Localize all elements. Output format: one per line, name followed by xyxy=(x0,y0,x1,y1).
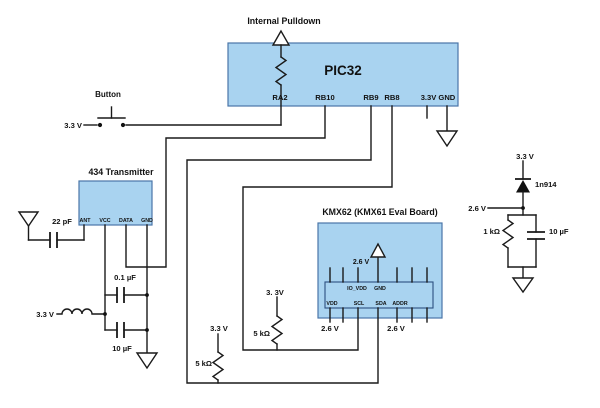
scl-pullup-label: 5 kΩ xyxy=(253,329,270,338)
pin-label-vdd: VDD xyxy=(326,301,337,307)
pin-label-gnd: GND xyxy=(141,218,153,224)
kmx-addr-supply-label: 2.6 V xyxy=(387,324,406,333)
switch-contact xyxy=(120,122,126,128)
transmitter-block xyxy=(78,180,153,226)
button-label: Button xyxy=(95,90,121,99)
pin-label-data: DATA xyxy=(119,218,133,224)
wire-rb8-to-scl xyxy=(242,105,393,351)
wire-rb10-to-data xyxy=(125,105,326,268)
pin-label-scl: SCL xyxy=(354,301,365,307)
pin-label-ant: ANT xyxy=(80,218,92,224)
internal-pulldown-label: Internal Pulldown xyxy=(247,16,320,26)
wire-rb9-to-sda xyxy=(186,105,379,384)
inductor-icon xyxy=(56,308,106,315)
bypass-cap2-label: 10 µF xyxy=(112,344,132,353)
junction-dot xyxy=(103,312,107,316)
button-supply-label: 3.3 V xyxy=(64,121,83,130)
pin-label-pwr-gnd: 3.3V GND xyxy=(421,93,456,102)
pin-label-rb9: RB9 xyxy=(363,93,378,102)
pin-label-ra2: RA2 xyxy=(272,93,287,102)
pin-label-sda: SDA xyxy=(375,301,386,307)
sda-pullup-resistor xyxy=(211,333,225,384)
ground-icon xyxy=(435,130,459,148)
diode-label: 1n914 xyxy=(535,180,557,189)
kmx-title: KMX62 (KMX61 Eval Board) xyxy=(322,207,437,217)
up-arrow-icon xyxy=(369,242,387,258)
scl-pullup-resistor xyxy=(270,296,284,351)
pushbutton-circuit xyxy=(83,106,282,128)
regulator-resistor-label: 1 kΩ xyxy=(483,227,500,236)
transmitter-title: 434 Transmitter xyxy=(88,167,154,177)
junction-dot xyxy=(521,206,525,210)
transmitter-supply-label: 3.3 V xyxy=(36,310,55,319)
internal-pulldown-resistor xyxy=(271,29,291,126)
kmx-chip-block xyxy=(324,281,434,309)
resistor-zigzag xyxy=(211,351,225,381)
kmx-vdd-supply-label: 2.6 V xyxy=(321,324,340,333)
switch-contact xyxy=(97,122,103,128)
up-arrow-icon xyxy=(271,29,291,46)
sda-pullup-label: 5 kΩ xyxy=(195,359,212,368)
regulator-circuit xyxy=(487,160,545,294)
node-2v6-label: 2.6 V xyxy=(468,204,487,213)
pic32-ground xyxy=(435,105,459,148)
pin-label-vcc: VCC xyxy=(99,218,110,224)
resistor-zigzag xyxy=(274,56,288,86)
kmx-pins xyxy=(329,242,428,323)
antenna-icon xyxy=(17,211,40,228)
junction-dot xyxy=(145,293,149,297)
kmx-io-supply-label: 2.6 V xyxy=(353,259,370,266)
pin-label-io-vdd: IO_VDD xyxy=(347,286,367,292)
diode-icon xyxy=(516,180,530,193)
junction-dot xyxy=(145,328,149,332)
pin-label-kmx-gnd: GND xyxy=(374,286,386,292)
ground-icon xyxy=(511,277,535,294)
resistor-zigzag xyxy=(270,315,284,345)
pic32-title: PIC32 xyxy=(324,63,362,78)
regulator-supply-label: 3.3 V xyxy=(516,152,535,161)
pic32-block xyxy=(227,42,459,107)
ground-icon xyxy=(135,352,159,370)
scl-pullup-supply-label: 3. 3V xyxy=(266,288,285,297)
sda-pullup-supply-label: 3.3 V xyxy=(210,324,229,333)
pin-label-addr: ADDR xyxy=(392,301,407,307)
bypass-cap1-label: 0.1 µF xyxy=(114,273,136,282)
pin-label-rb10: RB10 xyxy=(315,93,334,102)
resistor-zigzag xyxy=(501,219,515,249)
transmitter-supply-circuit xyxy=(56,224,159,370)
antenna-circuit xyxy=(17,211,85,248)
regulator-cap-label: 10 µF xyxy=(549,227,569,236)
antenna-cap-label: 22 pF xyxy=(52,217,72,226)
pin-label-rb8: RB8 xyxy=(384,93,399,102)
